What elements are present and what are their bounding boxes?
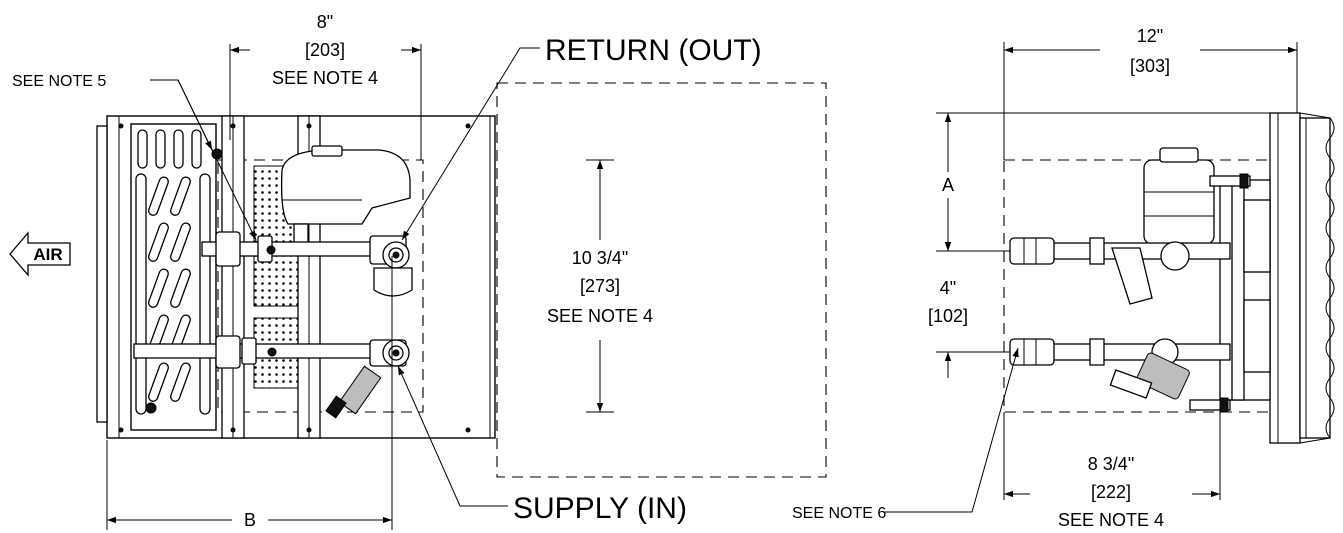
callout-return-out: RETURN (OUT) [401,34,762,241]
dim-8-3-4in-note: SEE NOTE 4 [1058,510,1164,530]
see-note-5-label: SEE NOTE 5 [12,73,106,90]
dim-a-label: A [942,175,954,195]
return-out-label: RETURN (OUT) [545,34,762,67]
air-direction-arrow: AIR [9,231,71,277]
supply-in-label: SUPPLY (IN) [513,492,687,525]
coil-slots [137,129,202,402]
envelope-outline [496,82,827,478]
wall-mount-plate [1269,112,1301,444]
right-view [1003,112,1335,444]
dim-12in: 12" [303] [1003,26,1298,160]
dim-8in-note: SEE NOTE 4 [272,68,378,88]
dim-10-3-4in: 10 3/4" [273] SEE NOTE 4 [547,159,653,413]
dim-8in-value: 8" [317,12,333,32]
valve-actuator [280,149,411,225]
dim-4in-value: 4" [940,278,956,298]
coil-frame [130,123,217,431]
dim-10-3-4in-value: 10 3/4" [572,248,628,268]
dim-8-3-4in-metric: [222] [1091,482,1131,502]
supply-pipe [133,343,401,359]
callout-see-note-5: SEE NOTE 5 [12,73,257,241]
callout-supply-in: SUPPLY (IN) [397,365,687,525]
dim-8-3-4in: 8 3/4" [222] SEE NOTE 4 [1003,400,1221,530]
dim-b-label: B [244,510,256,530]
callout-see-note-6: SEE NOTE 6 [792,347,1019,522]
dim-12in-value: 12" [1137,26,1163,46]
dim-8-3-4in-value: 8 3/4" [1088,454,1134,474]
dim-10-3-4in-metric: [273] [580,276,620,296]
dim-8in-metric: [203] [305,40,345,60]
left-view [96,82,827,478]
coil-flange [96,125,108,423]
see-note-6-label: SEE NOTE 6 [792,505,886,522]
dim-12in-metric: [303] [1130,56,1170,76]
dim-4in: 4" [102] [928,228,1010,378]
dim-10-3-4in-note: SEE NOTE 4 [547,306,653,326]
dim-8in: 8" [203] SEE NOTE 4 [229,12,422,160]
dim-a: A [936,112,1270,252]
dim-4in-metric: [102] [928,306,968,326]
air-label: AIR [33,245,62,264]
dim-b: B [106,256,393,530]
right-valve-actuator [1143,159,1215,245]
return-strainer [373,267,413,297]
wall-break-line [1325,117,1335,439]
